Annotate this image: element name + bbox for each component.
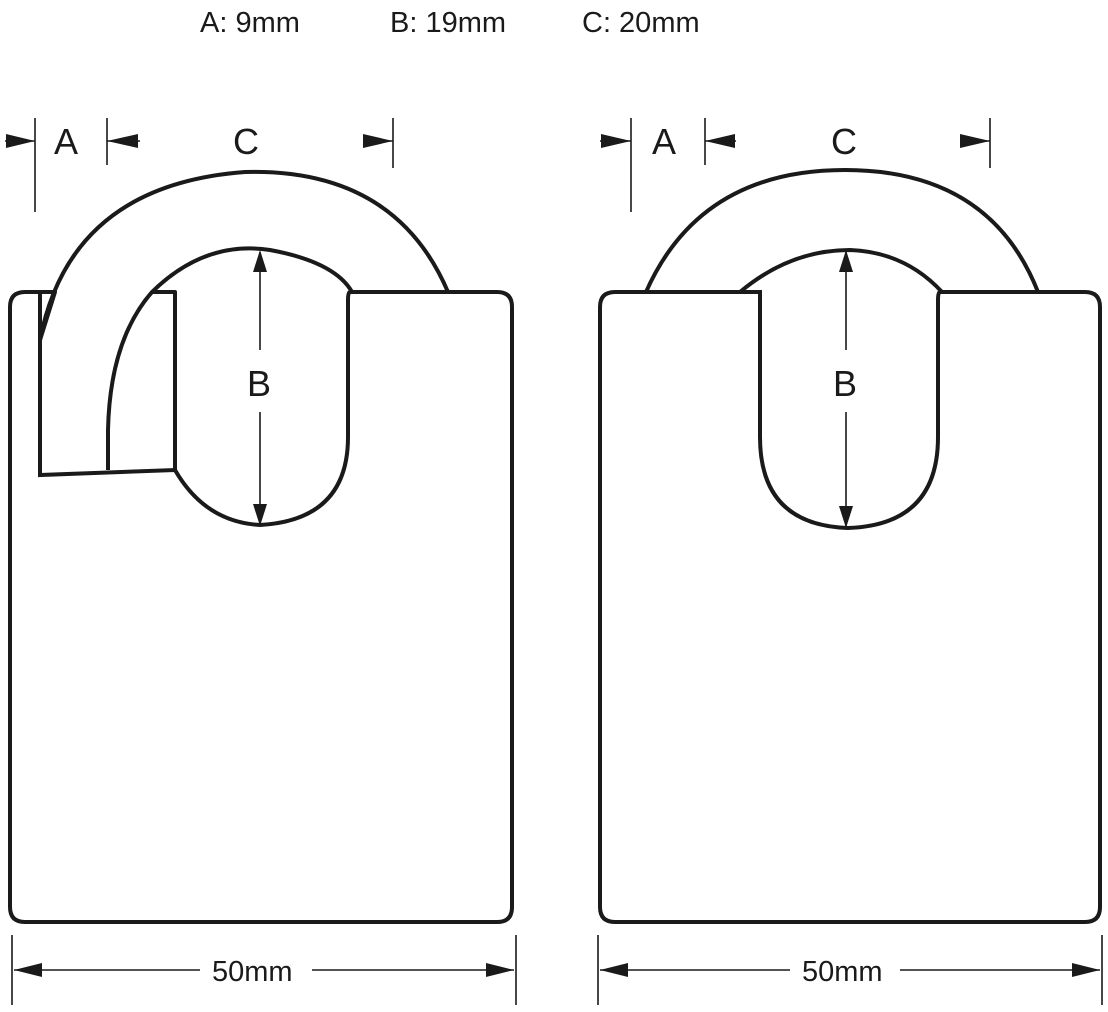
dimension-b-right: B [833,250,857,528]
dimension-a-left: A [5,118,140,212]
padlock-left-shackle-outer [38,169,450,341]
dimension-width-right: 50mm [597,935,1103,1005]
dimension-c-right: C [831,118,991,168]
padlock-right-shackle-outer [644,168,1040,293]
dimension-b-left: B [247,250,271,526]
dimension-c-label: C [233,121,259,162]
padlock-left-body [8,290,514,924]
dimension-a-right: A [600,118,736,212]
legend-a: A: 9mm [200,7,300,39]
dimension-a-label: A [652,121,676,162]
dimension-b-label: B [833,363,857,404]
width-label-right: 50mm [802,956,883,988]
legend-b: B: 19mm [390,7,506,39]
dimension-b-label: B [247,363,271,404]
dimension-c-label: C [831,121,857,162]
padlock-right-body [598,290,1102,924]
legend-c: C: 20mm [582,7,700,39]
padlock-right-shackle-inner [738,248,944,294]
dimension-a-label: A [54,121,78,162]
dimension-c-left: C [233,118,394,168]
padlock-left: A C B 50mm [5,118,517,1005]
padlock-right: A C B 50mm [597,118,1103,1005]
dimension-width-left: 50mm [11,935,517,1005]
padlock-left-shackle-shoe [38,290,177,470]
padlock-left-shackle-inner [106,246,354,470]
width-label-left: 50mm [212,956,293,988]
